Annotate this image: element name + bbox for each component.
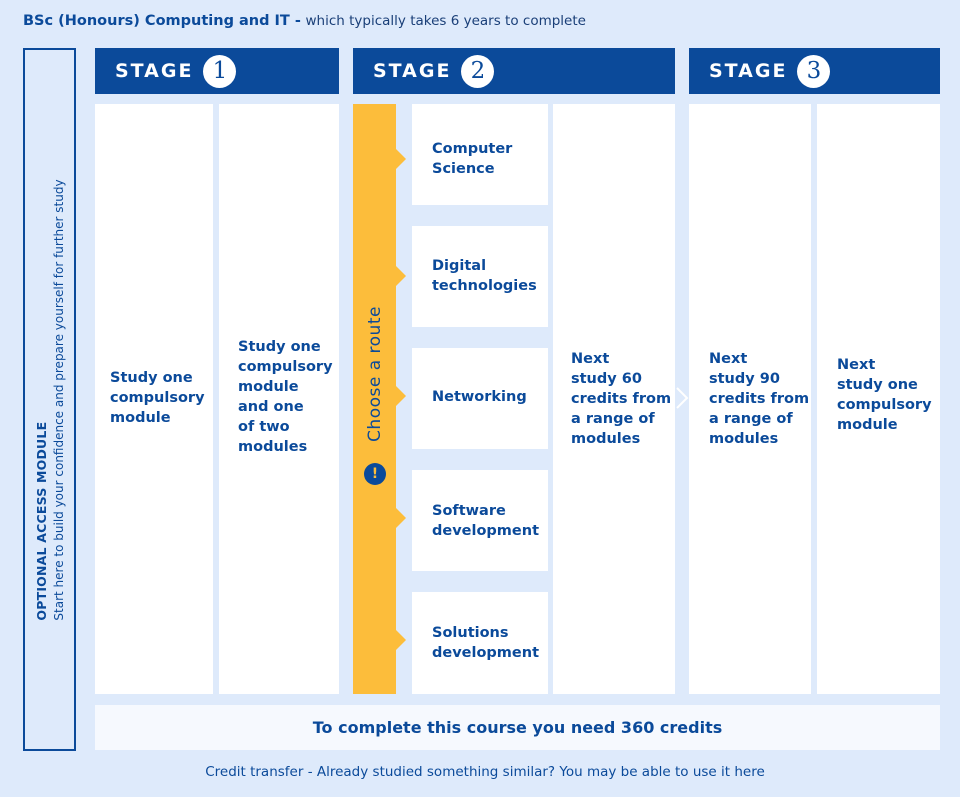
- stage-2-header: STAGE 2: [353, 48, 675, 94]
- course-duration: which typically takes 6 years to complet…: [305, 13, 586, 29]
- route-digital-technologies: Digital technologies: [412, 226, 548, 327]
- stage-1-options-card: Study one compulsory module and one of t…: [219, 104, 339, 694]
- route-label: Networking: [432, 389, 527, 405]
- stage-label: STAGE: [115, 60, 194, 82]
- stage-label: STAGE: [373, 60, 452, 82]
- route-label: Solutions development: [432, 625, 540, 661]
- route-label: Software development: [432, 503, 540, 539]
- choose-route-label: Choose a route: [364, 306, 385, 442]
- stage-3-credits-text: Next study 90 credits from a range of mo…: [709, 351, 810, 447]
- arrow-right-icon: [396, 630, 406, 650]
- arrow-right-icon: [396, 508, 406, 528]
- credit-transfer-text: Credit transfer - Already studied someth…: [205, 764, 765, 780]
- arrow-right-icon: [396, 266, 406, 286]
- route-networking: Networking: [412, 348, 548, 449]
- chevron-right-icon: [676, 387, 689, 409]
- route-solutions-development: Solutions development: [412, 592, 548, 694]
- route-label: Computer Science: [432, 141, 513, 177]
- stage-number-badge: 2: [461, 54, 495, 88]
- route-label: Digital technologies: [432, 258, 537, 294]
- stage-1-options-text: Study one compulsory module and one of t…: [238, 339, 333, 455]
- access-module-subtitle: Start here to build your confidence and …: [51, 178, 66, 621]
- credit-transfer-note: Credit transfer - Already studied someth…: [0, 764, 960, 780]
- stage-label: STAGE: [709, 60, 788, 82]
- stage-3-credits-card: Next study 90 credits from a range of mo…: [689, 104, 811, 694]
- page-title: BSc (Honours) Computing and IT - which t…: [23, 13, 586, 29]
- access-module-title: OPTIONAL ACCESS MODULE: [33, 421, 49, 621]
- stage-number-badge: 3: [797, 54, 831, 88]
- stage-1-module-card: Study one compulsory module: [95, 104, 213, 694]
- route-software-development: Software development: [412, 470, 548, 571]
- stage-3-module-card: Next study one compulsory module: [817, 104, 940, 694]
- stage-2-credits-card: Next study 60 credits from a range of mo…: [553, 104, 675, 694]
- total-credits-text: To complete this course you need 360 cre…: [312, 718, 723, 737]
- stage-1-header: STAGE 1: [95, 48, 339, 94]
- choose-route-bar: Choose a route !: [353, 104, 406, 694]
- stage-number-badge: 1: [203, 54, 237, 88]
- stage-1-module-text: Study one compulsory module: [110, 370, 205, 426]
- stage-3-module-text: Next study one compulsory module: [837, 357, 932, 433]
- total-credits-bar: To complete this course you need 360 cre…: [95, 705, 940, 750]
- course-title: BSc (Honours) Computing and IT -: [23, 13, 301, 29]
- arrow-right-icon: [396, 149, 406, 169]
- optional-access-module: OPTIONAL ACCESS MODULE Start here to bui…: [23, 48, 76, 751]
- stage-3-header: STAGE 3: [689, 48, 940, 94]
- route-computer-science: Computer Science: [412, 104, 548, 205]
- info-icon: !: [364, 463, 386, 485]
- arrow-right-icon: [396, 386, 406, 406]
- stage-2-credits-text: Next study 60 credits from a range of mo…: [571, 351, 672, 447]
